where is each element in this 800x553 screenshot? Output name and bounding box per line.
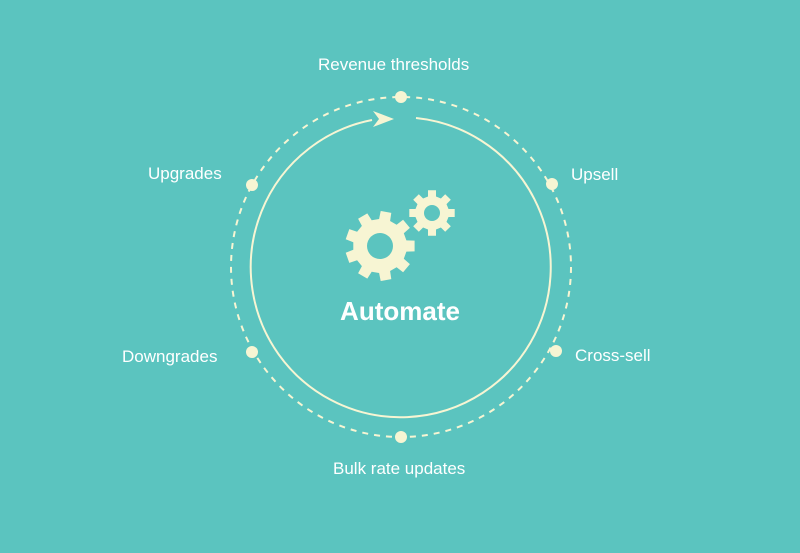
label-revenue-thresholds: Revenue thresholds [318, 55, 470, 74]
label-upgrades: Upgrades [148, 164, 222, 183]
inner-cycle-ring [249, 117, 552, 419]
large-gear-icon [345, 211, 415, 281]
label-cross-sell: Cross-sell [575, 346, 651, 365]
gear-hole [424, 205, 440, 221]
gears-icon [345, 190, 455, 281]
gear-hole [367, 233, 393, 259]
node-dot-upgrades [246, 179, 258, 191]
node-dot-bulk-rate-updates [395, 431, 407, 443]
small-gear-icon [409, 190, 455, 236]
label-upsell: Upsell [571, 165, 619, 184]
node-dot-revenue-thresholds [395, 91, 407, 103]
label-downgrades: Downgrades [122, 347, 218, 366]
node-dot-cross-sell [550, 345, 562, 357]
cycle-arrow-icon [373, 111, 394, 127]
diagram-title: Automate [340, 296, 460, 326]
label-bulk-rate-updates: Bulk rate updates [333, 459, 466, 478]
node-dot-downgrades [246, 346, 258, 358]
node-dot-upsell [546, 178, 558, 190]
